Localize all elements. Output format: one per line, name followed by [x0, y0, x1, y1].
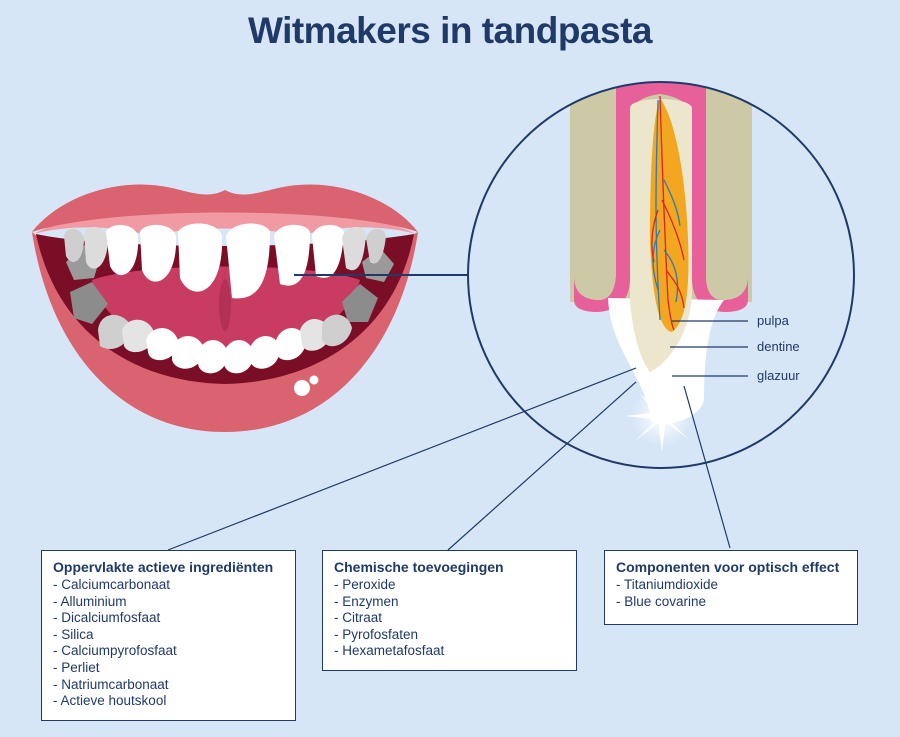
sparkle-icon [626, 384, 694, 452]
list-item: Enzymen [334, 594, 566, 611]
diagram-title: Witmakers in tandpasta [247, 10, 653, 51]
list-item: Silica [53, 627, 285, 644]
label-pulpa: pulpa [757, 313, 790, 328]
list-item: Perliet [53, 660, 285, 677]
list-item: Dicalciumfosfaat [53, 610, 285, 627]
list-item: Calciumcarbonaat [53, 577, 285, 594]
list-item: Blue covarine [616, 594, 847, 611]
list-item: Peroxide [334, 577, 566, 594]
list-item: Hexametafosfaat [334, 643, 566, 660]
mouth [32, 184, 418, 432]
box-heading: Oppervlakte actieve ingrediënten [53, 559, 274, 575]
label-dentine: dentine [757, 339, 800, 354]
tooth-labels [670, 320, 748, 377]
upper-teeth [64, 223, 386, 299]
list-item: Actieve houtskool [53, 693, 285, 710]
box-optical: Componenten voor optisch effect Titanium… [604, 550, 858, 625]
list-item: Citraat [334, 610, 566, 627]
lower-teeth [98, 314, 352, 374]
list-item: Calciumpyrofosfaat [53, 643, 285, 660]
box-chemical: Chemische toevoegingen Peroxide Enzymen … [322, 550, 577, 671]
list-item: Titaniumdioxide [616, 577, 847, 594]
box-surface-active: Oppervlakte actieve ingrediënten Calcium… [41, 550, 296, 721]
box-connectors [167, 367, 731, 551]
box-heading: Componenten voor optisch effect [616, 559, 840, 575]
upper-lip [32, 184, 418, 232]
nerves [651, 95, 685, 331]
label-glazuur: glazuur [757, 368, 800, 383]
list-item: Alluminium [53, 594, 285, 611]
list-item: Pyrofosfaten [334, 627, 566, 644]
list-item: Natriumcarbonaat [53, 677, 285, 694]
box-heading: Chemische toevoegingen [334, 559, 504, 575]
tooth-cross-section [468, 82, 854, 468]
gum [574, 82, 748, 312]
